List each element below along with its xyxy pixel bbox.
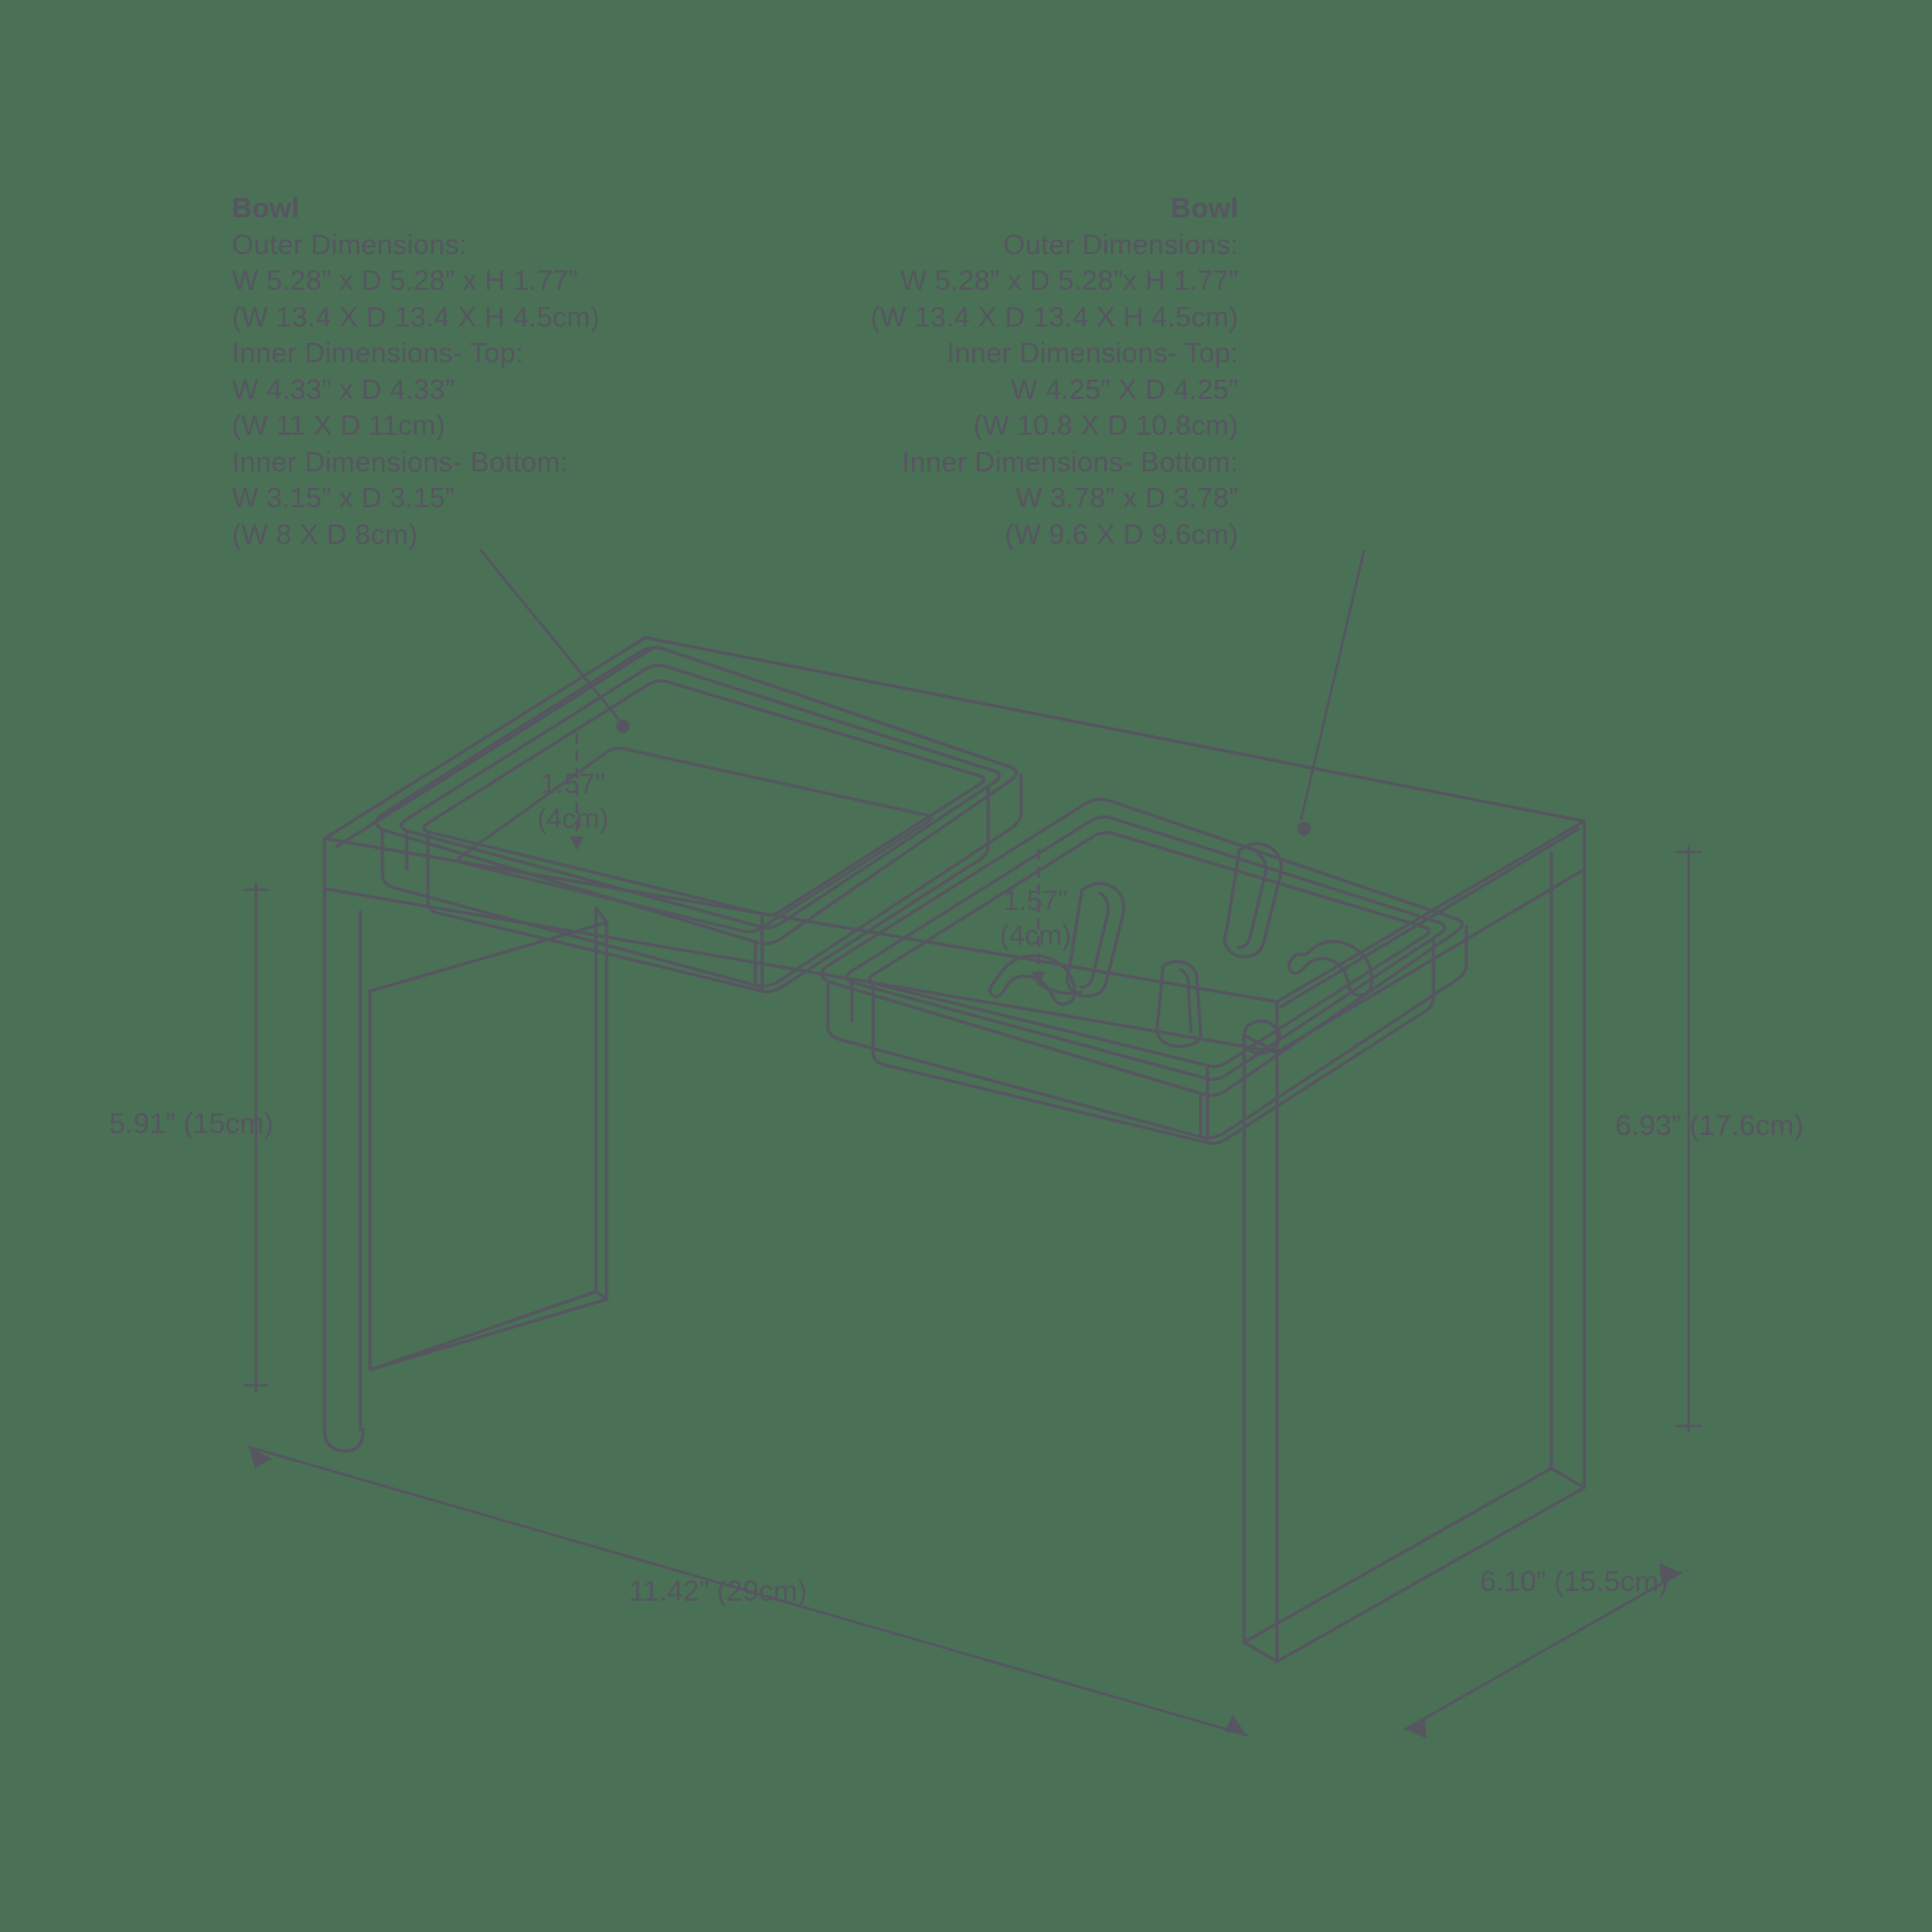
left-bowl-inner-depth-inches: 1.57" [540,769,606,800]
left-bowl-inner-top-inches: W 4.33” x D 4.33” [232,374,455,406]
left-bowl [375,645,1023,994]
right-bowl-spec-block: Bowl Outer Dimensions: W 5.28” x D 5.28”… [870,191,1238,554]
stand-height-right-label: 6.93” (17.6cm) [1615,1110,1804,1142]
right-bowl-inner-bottom-label: Inner Dimensions- Bottom: [901,446,1238,478]
stand-height-left-label: 5.91” (15cm) [109,1108,274,1140]
stand-depth-label: 6.10” (15.5cm) [1480,1566,1669,1598]
left-bowl-inner-depth-cm: (4cm) [537,804,610,835]
right-bowl-inner-bottom-inches: W 3.78” x D 3.78” [1015,483,1238,514]
left-bowl-heading: Bowl [232,193,300,224]
left-bowl-outer-inches: W 5.28” x D 5.28” x H 1.77” [232,266,579,297]
left-bowl-inner-depth-label: 1.57" (4cm) [537,767,609,837]
stand-frame [323,851,1586,1663]
left-bowl-outer-cm: (W 13.4 X D 13.4 X H 4.5cm) [232,301,600,333]
right-bowl-inner-depth-label: 1.57" (4cm) [1000,884,1071,953]
right-bowl-inner-top-label: Inner Dimensions- Top: [946,338,1238,369]
left-bowl-spec-block: Bowl Outer Dimensions: W 5.28” x D 5.28”… [232,191,600,554]
right-bowl-outer-inches: W 5.28” x D 5.28”x H 1.77” [899,266,1238,297]
stand-width-label: 11.42” (29cm) [629,1576,808,1607]
stand-top-slab [323,636,1586,1054]
left-bowl-inner-bottom-inches: W 3.15” x D 3.15” [232,483,455,514]
right-bowl-slow-feeder [820,797,1468,1146]
dimension-lines [242,549,1702,1739]
right-bowl-inner-bottom-cm: (W 9.6 X D 9.6cm) [1005,519,1238,551]
right-bowl-heading: Bowl [1170,193,1238,224]
left-bowl-inner-bottom-label: Inner Dimensions- Bottom: [232,446,569,478]
right-bowl-inner-depth-cm: (4cm) [1000,921,1072,952]
right-bowl-inner-top-cm: (W 10.8 X D 10.8cm) [973,411,1238,441]
right-bowl-outer-cm: (W 13.4 X D 13.4 X H 4.5cm) [870,301,1238,333]
right-bowl-inner-top-inches: W 4.25” X D 4.25” [1010,374,1238,406]
slow-feeder-obstacles [988,841,1374,1056]
right-bowl-outer-label: Outer Dimensions: [1003,229,1238,261]
left-bowl-inner-top-label: Inner Dimensions- Top: [232,338,525,369]
left-bowl-inner-bottom-cm: (W 8 X D 8cm) [232,519,418,551]
right-bowl-inner-depth-inches: 1.57" [1003,886,1068,917]
left-bowl-outer-label: Outer Dimensions: [232,229,468,261]
left-bowl-inner-top-cm: (W 11 X D 11cm) [232,411,446,441]
